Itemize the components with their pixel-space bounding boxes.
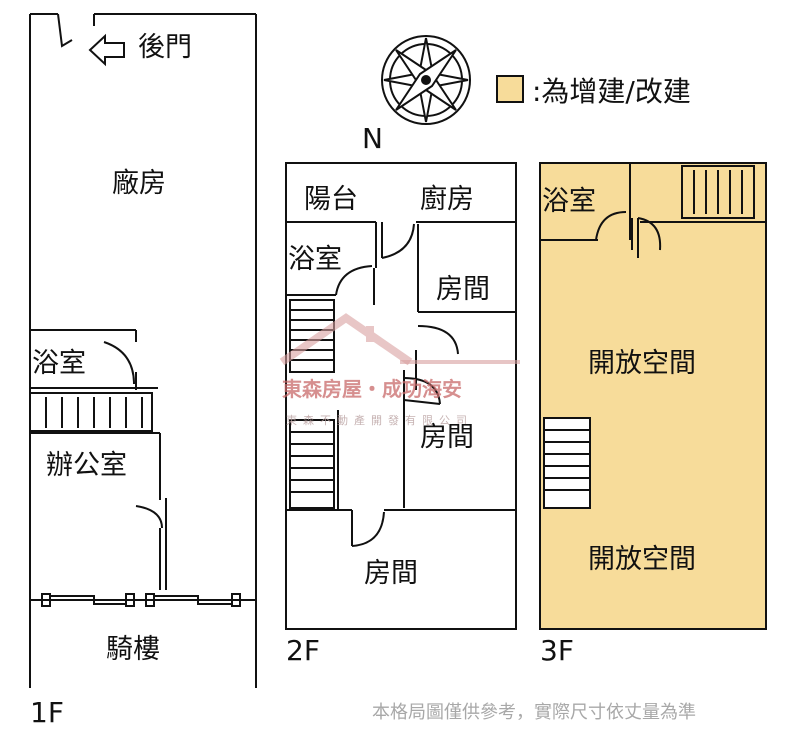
f1-factory-label: 廠房 — [112, 168, 166, 199]
disclaimer-note: 本格局圖僅供參考，實際尺寸依丈量為準 — [372, 702, 696, 723]
legend-swatch — [496, 75, 524, 103]
compass-north-label: N — [362, 122, 383, 155]
f3-bathroom-label: 浴室 — [542, 186, 596, 217]
f1-back-door-label: 後門 — [138, 32, 192, 63]
floor-2f — [285, 162, 517, 630]
svg-text:東森房屋・成功海安: 東森房屋・成功海安 — [282, 377, 462, 401]
f3-open-space-b-label: 開放空間 — [588, 544, 696, 575]
f1-office-label: 辦公室 — [46, 450, 127, 481]
f2-room-c-label: 房間 — [364, 558, 418, 589]
watermark-house-icon — [279, 313, 413, 366]
compass-rose-icon — [381, 35, 471, 125]
f2-room-a-label: 房間 — [436, 274, 490, 305]
f2-floor-label: 2F — [286, 634, 320, 667]
f1-arcade-label: 騎樓 — [106, 634, 160, 665]
f3-floor-label: 3F — [540, 634, 574, 667]
legend-label: :為增建/改建 — [532, 75, 691, 108]
f1-bathroom-label: 浴室 — [32, 348, 86, 379]
f1-floor-label: 1F — [30, 696, 64, 729]
floor-3f — [540, 163, 766, 509]
f2-room-b-label: 房間 — [420, 422, 474, 453]
floor-1f — [29, 13, 257, 688]
back-door-arrow-icon — [88, 33, 125, 67]
watermark: 東森房屋・成功海安 東森不動產開發有限公司 — [279, 313, 520, 427]
svg-text:東森不動產開發有限公司: 東森不動產開發有限公司 — [286, 413, 473, 427]
f2-balcony-label: 陽台 — [304, 184, 358, 215]
f2-kitchen-label: 廚房 — [420, 184, 474, 215]
f2-bathroom-label: 浴室 — [288, 244, 342, 275]
f3-open-space-a-label: 開放空間 — [588, 348, 696, 379]
